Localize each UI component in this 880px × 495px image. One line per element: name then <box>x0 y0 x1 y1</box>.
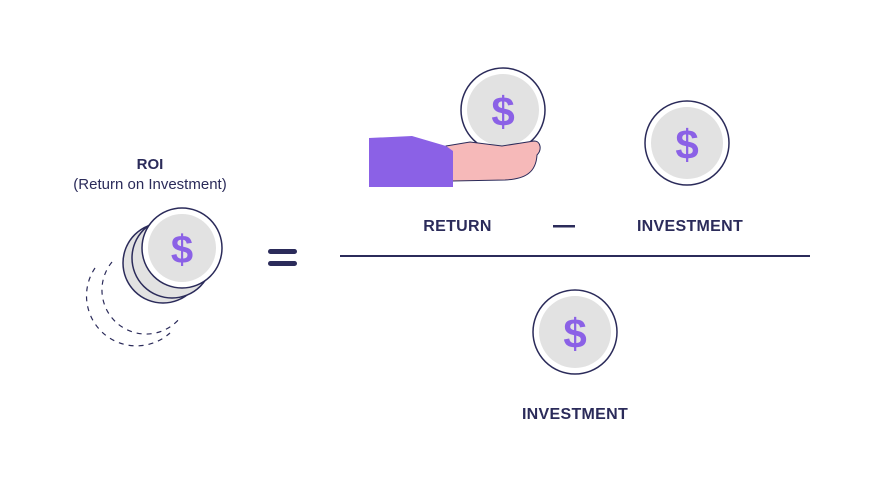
dollar-coin-icon: $ <box>644 100 730 186</box>
dollar-symbol: $ <box>171 228 193 272</box>
denominator-investment-label: INVESTMENT <box>521 406 629 423</box>
dollar-symbol: $ <box>491 88 514 135</box>
dollar-coin-icon: $ <box>141 207 223 289</box>
hand-holding-coin-icon: $ <box>369 67 546 187</box>
dollar-coin-icon: $ <box>460 67 546 153</box>
minus-sign-icon <box>553 225 575 228</box>
numerator-investment-label: INVESTMENT <box>636 218 744 235</box>
coin-stack-icon: $ <box>85 207 223 347</box>
dollar-symbol: $ <box>563 310 586 357</box>
roi-title: ROI <box>136 156 164 173</box>
return-label: RETURN <box>423 218 492 235</box>
equals-sign-icon <box>268 249 297 266</box>
dollar-coin-icon: $ <box>532 289 618 375</box>
roi-subtitle: (Return on Investment) <box>73 176 227 193</box>
dollar-symbol: $ <box>675 121 698 168</box>
